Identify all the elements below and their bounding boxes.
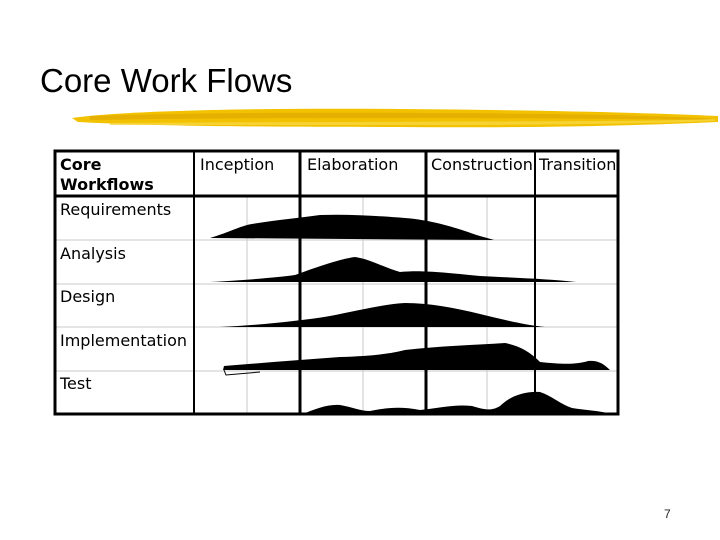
row-design: Design [60,287,115,306]
implementation-tail [223,369,261,376]
row-requirements: Requirements [60,200,171,219]
design-hump [220,303,545,327]
requirements-hump [210,214,494,240]
page-number: 7 [664,507,671,521]
phase-transition: Transition [538,155,616,174]
phase-construction: Construction [431,155,533,174]
phase-inception: Inception [200,155,274,174]
implementation-hump [223,343,610,370]
yellow-brush-stroke [72,108,718,128]
row-implementation: Implementation [60,331,187,350]
analysis-hump [210,257,576,282]
header-workflows: Workflows [60,175,154,194]
row-analysis: Analysis [60,244,126,263]
effort-humps [210,214,613,414]
table-borders [53,149,620,416]
test-hump [303,391,613,414]
phase-elaboration: Elaboration [307,155,398,174]
row-test: Test [59,374,92,393]
slide-title: Core Work Flows [40,62,293,99]
header-core: Core [60,155,102,174]
